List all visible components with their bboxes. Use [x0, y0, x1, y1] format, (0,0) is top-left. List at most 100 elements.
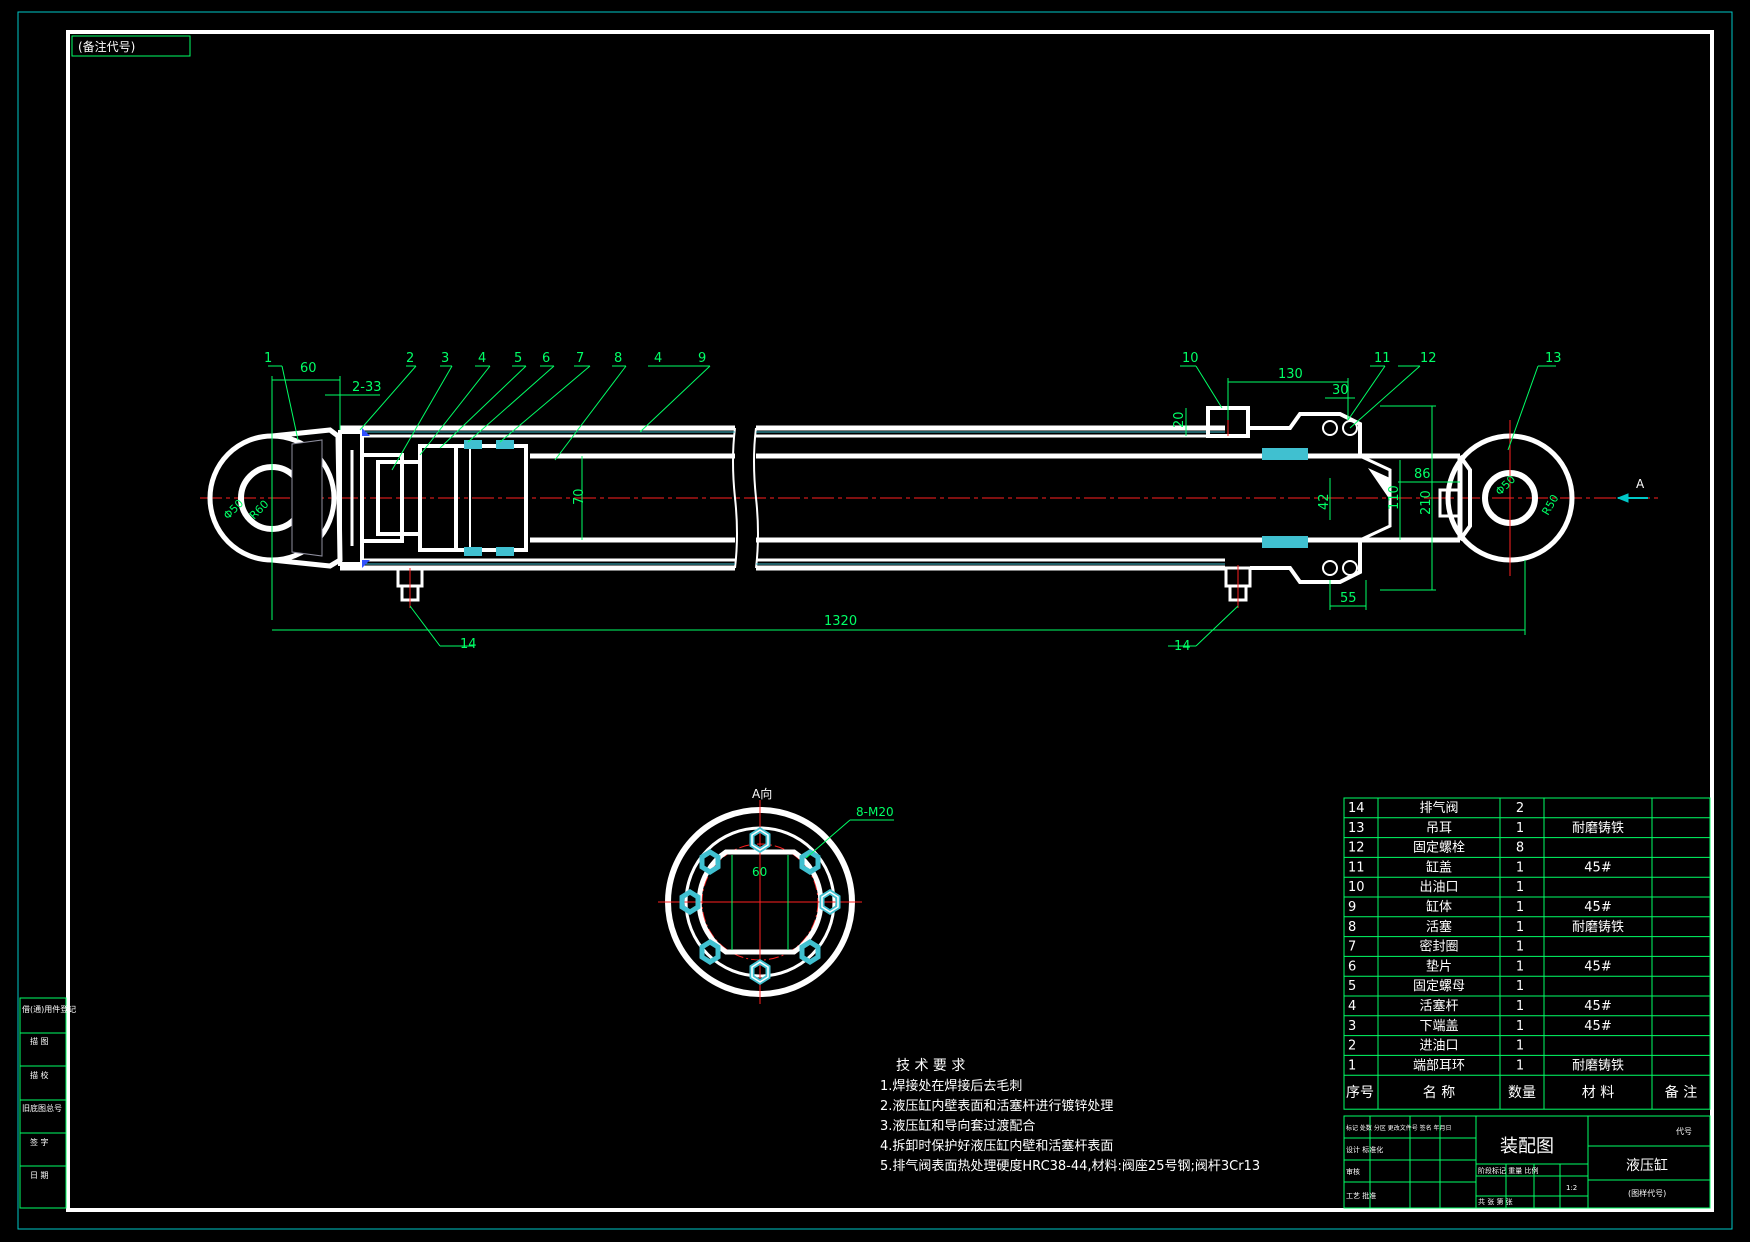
- parts-table-cell-name: 出油口: [1419, 880, 1458, 895]
- parts-table-cell-qty: 1: [1516, 1058, 1524, 1073]
- seal-1: [464, 440, 482, 449]
- title-drawing-name: 装配图: [1500, 1136, 1554, 1157]
- parts-table-cell-qty: 8: [1516, 841, 1524, 856]
- outer-border: [17, 11, 1733, 1230]
- dim-20: 20: [1172, 411, 1187, 428]
- parts-table-cell-qty: 1: [1516, 821, 1524, 836]
- parts-table-cell-name: 固定螺栓: [1413, 841, 1465, 856]
- section-dim-60: 60: [752, 865, 767, 879]
- title-scale: 1:2: [1566, 1184, 1577, 1192]
- view-arrow: A: [1616, 477, 1648, 503]
- cylinder-head: [1250, 412, 1392, 584]
- parts-table-cell-no: 11: [1348, 860, 1365, 875]
- part-label-14a: 14: [460, 637, 477, 652]
- title-small-2: 设计 标准化: [1346, 1145, 1383, 1154]
- parts-table-header-1: 名 称: [1423, 1085, 1455, 1101]
- title-block: 装配图 液压缸 代号 (图样代号) 1:2 标记 处数 分区 更改文件号 签名 …: [1343, 1115, 1711, 1209]
- parts-table-cell-qty: 1: [1516, 900, 1524, 915]
- left-strip-3: 描 校: [30, 1070, 49, 1080]
- parts-table-cell-no: 14: [1348, 801, 1365, 816]
- header-box: (备注代号): [71, 35, 191, 57]
- left-strip-1: 借(通)用件登记: [22, 1004, 76, 1014]
- dim-210: 210: [1419, 490, 1434, 515]
- piston-assembly: [338, 428, 528, 568]
- left-strip: 借(通)用件登记 描 图 描 校 旧底图总号 签 字 日 期: [19, 997, 76, 1209]
- title-small-6: 共 张 第 张: [1478, 1197, 1513, 1206]
- parts-table-cell-name: 端部耳环: [1413, 1058, 1465, 1073]
- tech-title: 技 术 要 求: [896, 1058, 965, 1074]
- parts-table-cell-name: 密封圈: [1419, 939, 1458, 955]
- parts-table-cell-material: 耐磨铸铁: [1572, 820, 1624, 836]
- parts-table-cell-name: 缸盖: [1426, 859, 1452, 875]
- part-label-14b: 14: [1174, 639, 1191, 654]
- part-label-10: 10: [1182, 351, 1199, 366]
- parts-table-cell-qty: 1: [1516, 979, 1524, 994]
- tech-item-3: 3.液压缸和导向套过渡配合: [880, 1118, 1035, 1134]
- part-label-4a: 4: [478, 351, 486, 366]
- parts-table-cell-material: 45#: [1584, 860, 1611, 875]
- parts-table-cell-name: 排气阀: [1419, 800, 1458, 816]
- vent-valve-left: [396, 566, 424, 608]
- parts-table-cell-material: 45#: [1584, 1019, 1611, 1034]
- tech-item-5: 5.排气阀表面热处理硬度HRC38-44,材料:阀座25号钢;阀杆3Cr13: [880, 1158, 1260, 1174]
- parts-table-cell-qty: 1: [1516, 959, 1524, 974]
- tech-requirements: 技 术 要 求 1.焊接处在焊接后去毛刺 2.液压缸内壁表面和活塞杆进行镀锌处理…: [880, 1058, 1260, 1174]
- seal-4: [496, 547, 514, 556]
- bolt-hole-7: [679, 889, 701, 915]
- dim-110: 110: [1387, 485, 1402, 510]
- parts-table-cell-qty: 1: [1516, 920, 1524, 935]
- dim-60: 60: [300, 361, 317, 376]
- part-label-9: 9: [698, 351, 706, 366]
- parts-table-cell-no: 7: [1348, 940, 1356, 955]
- section-view: A向 60 8-M20: [658, 786, 894, 1004]
- title-small-1: 标记 处数 分区 更改文件号 签名 年月日: [1346, 1124, 1452, 1132]
- parts-table-cell-qty: 1: [1516, 999, 1524, 1014]
- part-label-12: 12: [1420, 351, 1437, 366]
- part-label-6: 6: [542, 351, 550, 366]
- title-small-3: 阶段标记 重量 比例: [1478, 1166, 1538, 1175]
- parts-table-cell-qty: 1: [1516, 940, 1524, 955]
- parts-table-cell-qty: 2: [1516, 801, 1524, 816]
- parts-table-frame: [1343, 797, 1711, 1110]
- parts-table-header-4: 备 注: [1665, 1084, 1697, 1101]
- part-label-13: 13: [1545, 351, 1562, 366]
- parts-table-cell-name: 下端盖: [1419, 1019, 1458, 1034]
- title-code-bottom: (图样代号): [1628, 1188, 1666, 1198]
- parts-table-cell-no: 5: [1348, 979, 1356, 994]
- parts-table-cell-qty: 1: [1516, 860, 1524, 875]
- part-labels: 1 2 3 4 5 6 7 8 4 9 10 11 12 13 14 14: [264, 351, 1562, 654]
- part-label-2: 2: [406, 351, 414, 366]
- parts-table-cell-qty: 1: [1516, 1019, 1524, 1034]
- seal-3: [464, 547, 482, 556]
- parts-table-cell-no: 3: [1348, 1019, 1356, 1034]
- tech-item-1: 1.焊接处在焊接后去毛刺: [880, 1078, 1022, 1094]
- title-part-name: 液压缸: [1626, 1157, 1668, 1174]
- section-bolt-label: 8-M20: [856, 805, 894, 819]
- part-label-1: 1: [264, 351, 272, 366]
- bolt-hole-8: [699, 849, 721, 875]
- parts-table-cell-material: 耐磨铸铁: [1572, 1057, 1624, 1073]
- parts-table-cell-material: 45#: [1584, 900, 1611, 915]
- dim-1320: 1320: [824, 614, 857, 629]
- title-small-5: 工艺 批准: [1346, 1191, 1376, 1200]
- parts-table-cell-name: 缸体: [1426, 899, 1452, 915]
- title-code-top: 代号: [1676, 1126, 1692, 1136]
- parts-table-cell-no: 4: [1348, 999, 1356, 1014]
- tech-item-2: 2.液压缸内壁表面和活塞杆进行镀锌处理: [880, 1098, 1113, 1114]
- parts-table-cell-material: 45#: [1584, 999, 1611, 1014]
- seal-2: [496, 440, 514, 449]
- bolt-hole-4: [799, 939, 821, 965]
- parts-table-cell-no: 6: [1348, 959, 1356, 974]
- parts-table-cell-name: 活塞杆: [1419, 998, 1458, 1014]
- parts-table-cell-name: 进油口: [1419, 1039, 1458, 1054]
- vent-valve-right: [1224, 565, 1252, 608]
- parts-table-cell-no: 1: [1348, 1058, 1356, 1073]
- dim-86: 86: [1414, 467, 1431, 482]
- bolt-hole-6: [699, 939, 721, 965]
- part-label-4b: 4: [654, 351, 662, 366]
- part-label-7: 7: [576, 351, 584, 366]
- parts-table-cell-name: 固定螺母: [1413, 979, 1465, 994]
- part-label-5: 5: [514, 351, 522, 366]
